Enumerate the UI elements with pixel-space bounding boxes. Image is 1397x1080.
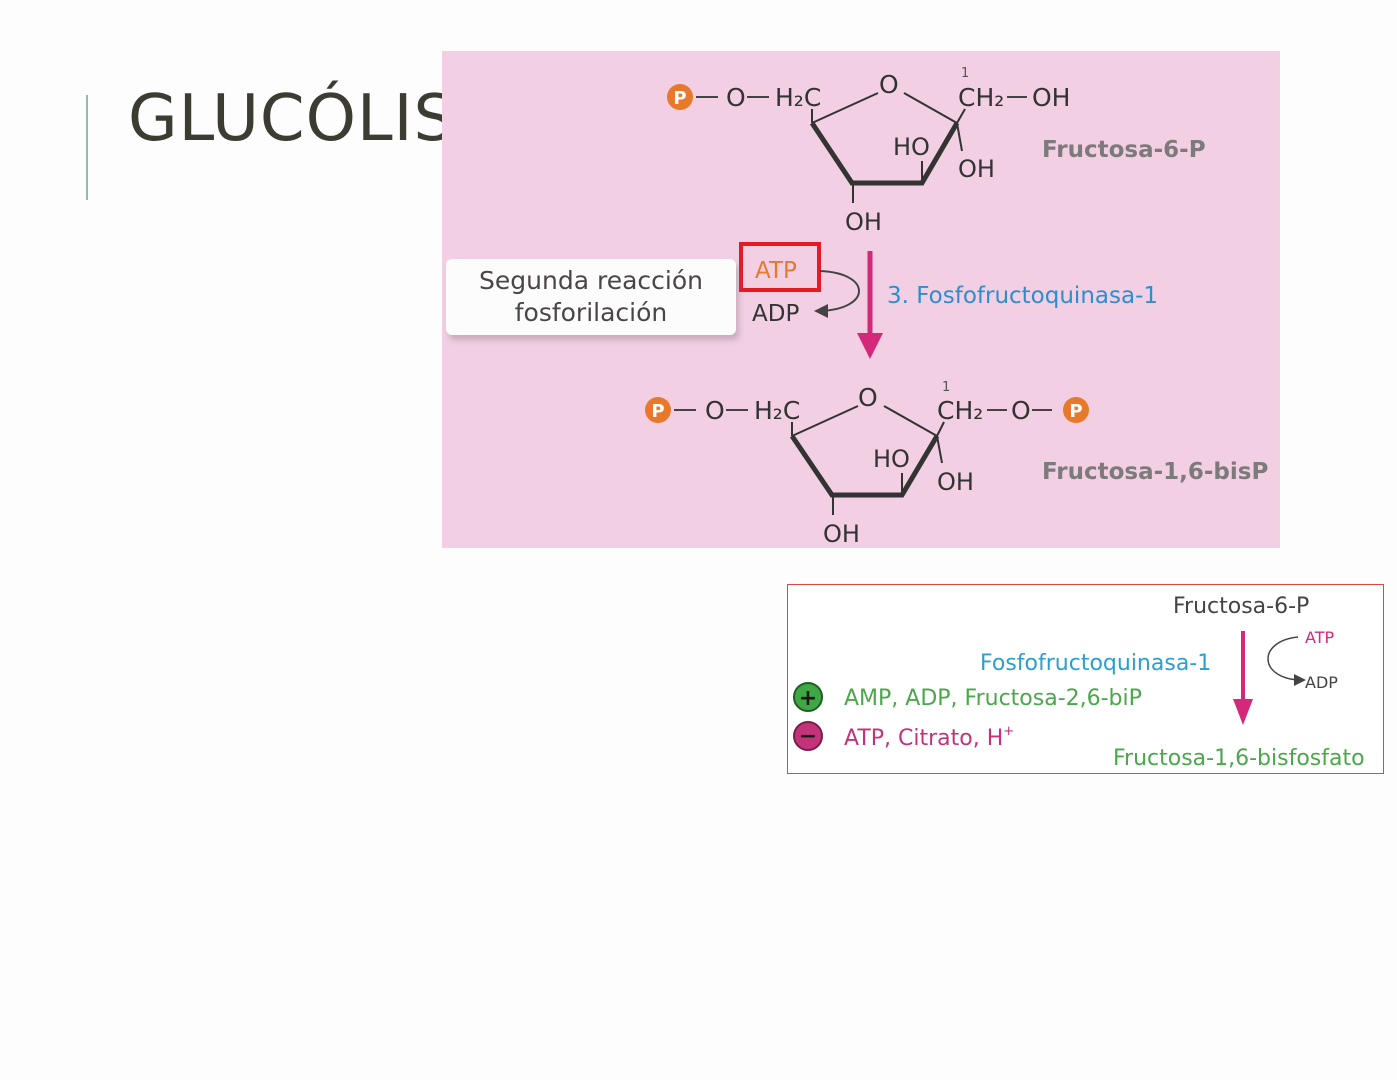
ring-ho-label: HO [873, 445, 910, 473]
plus-icon [793, 682, 823, 712]
phosphate-icon [667, 84, 693, 110]
phosphate-label-right: P [1069, 401, 1082, 422]
top-molecule: P O H₂C O 1 CH₂ OH HO OH OH Fructosa-6-P [667, 66, 1206, 236]
minus-icon [793, 721, 823, 751]
ring-bond [883, 405, 938, 437]
title-accent-line [86, 95, 88, 200]
cofactor-curve-arrow [819, 270, 860, 312]
cofactor-arrowhead [814, 304, 828, 318]
callout-line-1: Segunda reacción [479, 266, 703, 295]
phosphate-label: P [651, 401, 664, 422]
ring-bond [903, 92, 958, 124]
hydroxyl-label: OH [1032, 83, 1070, 112]
reaction-callout: Segunda reacción fosforilación [446, 259, 736, 335]
ring-bond [791, 405, 859, 437]
bottom-oh-label: OH [823, 520, 860, 548]
regulation-svg: Fructosa-6-P ATP ADP Fosfofructoquinasa-… [793, 594, 1365, 771]
reg-atp-label: ATP [1305, 628, 1334, 647]
cofactor-curve-arrow [1267, 636, 1299, 681]
ring-oh-label: OH [958, 155, 995, 183]
bond-line [956, 108, 966, 124]
ch2-label: CH₂ [958, 83, 1004, 112]
ch2-label: CH₂ [937, 396, 983, 425]
ring-oxygen-label: O [858, 383, 878, 412]
enzyme-label: 3. Fosfofructoquinasa-1 [887, 283, 1158, 309]
bottom-molecule: P O H₂C O 1 CH₂ O P HO OH OH Fructosa-1,… [645, 380, 1268, 548]
reaction-diagram-svg: P O H₂C O 1 CH₂ OH HO OH OH Fructosa-6-P [645, 66, 1268, 548]
adp-label: ADP [752, 301, 799, 327]
phosphate-label: P [673, 88, 686, 109]
inhibitors-label: ATP, Citrato, H+ [844, 724, 1014, 751]
bottom-oh-label: OH [845, 208, 882, 236]
plus-sign: + [799, 686, 817, 711]
bottom-molecule-name: Fructosa-1,6-bisP [1042, 459, 1268, 485]
minus-sign: − [799, 724, 817, 749]
h2c-label: H₂C [754, 396, 800, 425]
ring-bottom-bond [789, 434, 940, 498]
oxygen-label-right: O [1011, 396, 1031, 425]
atp-label: ATP [755, 258, 797, 284]
ring-ho-label: HO [893, 133, 930, 161]
product-label: Fructosa-1,6-bisfosfato [1113, 746, 1365, 771]
regulation-arrowhead [1233, 699, 1253, 725]
substrate-label: Fructosa-6-P [1173, 594, 1309, 619]
activators-label: AMP, ADP, Fructosa-2,6-biP [844, 686, 1142, 711]
carbon-number-label: 1 [942, 380, 950, 395]
bond-line [936, 421, 945, 437]
reaction-diagram: P O H₂C O 1 CH₂ OH HO OH OH Fructosa-6-P [442, 51, 1280, 548]
reg-adp-label: ADP [1305, 673, 1338, 692]
oxygen-label: O [705, 396, 725, 425]
h2c-label: H₂C [775, 83, 821, 112]
ring-oh-label: OH [937, 468, 974, 496]
bond-line [956, 122, 963, 152]
ring-bottom-bond [809, 121, 960, 186]
inhibitors-superscript: + [1003, 724, 1014, 739]
bond-line [936, 435, 943, 464]
carbon-number-label: 1 [961, 66, 969, 81]
top-molecule-name: Fructosa-6-P [1042, 137, 1206, 163]
callout-line-2: fosforilación [514, 298, 668, 327]
reaction-step: ATP ADP 3. Fosfofructoquinasa-1 [739, 242, 1158, 359]
cofactor-arrowhead [1294, 674, 1306, 686]
inhibitors-text: ATP, Citrato, H [844, 726, 1003, 751]
phosphate-icon [1063, 397, 1089, 423]
ring-oxygen-label: O [879, 70, 899, 99]
oxygen-label: O [726, 83, 746, 112]
ring-bond [811, 92, 879, 124]
regulation-box: Fructosa-6-P ATP ADP Fosfofructoquinasa-… [787, 584, 1384, 774]
reaction-arrowhead [857, 333, 883, 359]
atp-highlight-box [739, 242, 821, 292]
reg-enzyme-label: Fosfofructoquinasa-1 [980, 651, 1211, 676]
phosphate-icon [645, 397, 671, 423]
